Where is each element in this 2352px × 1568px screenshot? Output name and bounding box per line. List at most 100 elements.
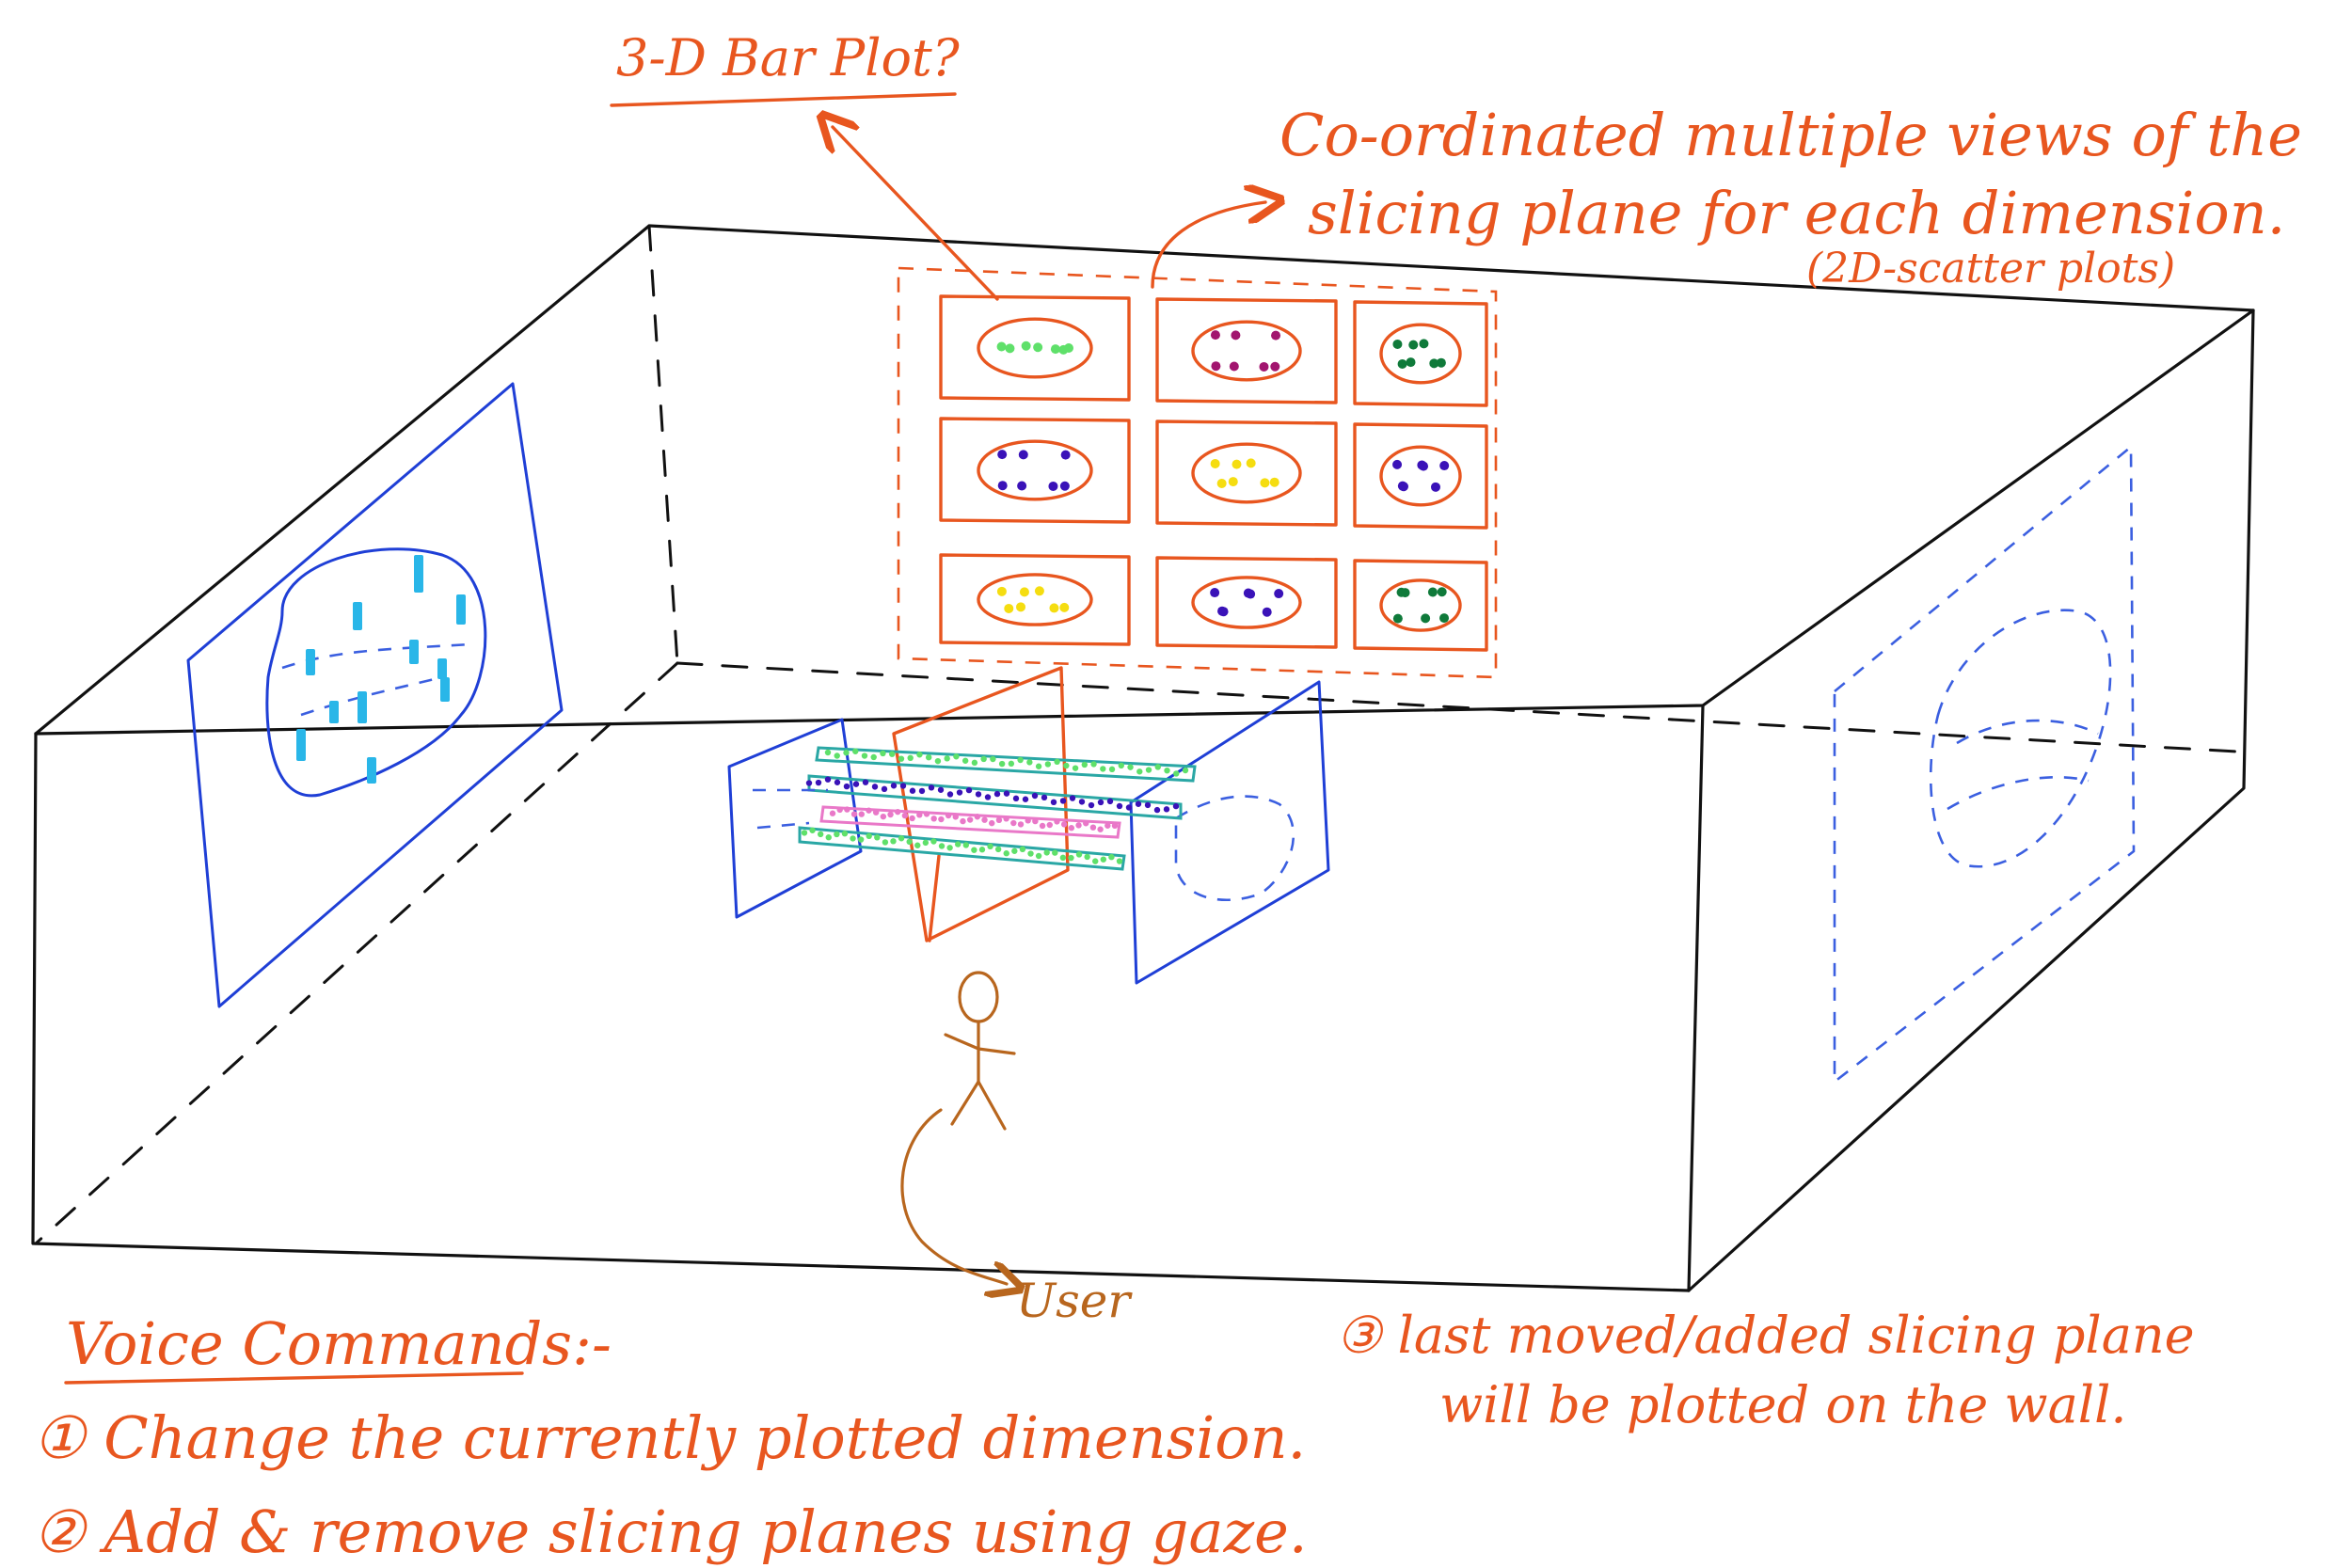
slice-point [953,753,960,760]
slice-point [906,838,913,846]
slice-point [824,776,832,783]
scatter-dot [1392,459,1403,469]
slice-point [1173,770,1180,777]
scatter-dot [1421,613,1431,624]
slice-point [1008,760,1015,768]
slice-point [1031,792,1039,800]
slice-point [965,786,973,794]
slice-point [898,835,905,842]
slice-point [1116,858,1123,864]
scatter-panel [939,553,1131,646]
scatter-dot [1437,587,1447,597]
slice-point [858,811,865,817]
slice-point [1003,816,1009,822]
slice-point [825,834,832,841]
slice-point [914,842,921,848]
slice-point [930,816,937,822]
slice-point [1090,761,1097,768]
slice-point [1059,854,1067,862]
voice-command-1: ① Change the currently plotted dimension… [33,1403,1306,1472]
scatter-dot [1059,481,1070,491]
scatter-dot [997,450,1008,460]
slice-point [1145,767,1152,773]
slice-point [981,816,988,823]
scatter-dot [1018,450,1028,460]
bar-plot-label: 3-D Bar Plot? [616,28,961,87]
slice-point [946,791,954,798]
slice-point [1075,822,1082,829]
slice-point [836,806,843,814]
slice-point [1104,822,1111,829]
right-wall-dashed-plot [1833,444,2136,1085]
scatter-blob [977,439,1093,501]
slice-point [975,791,982,798]
scatter-dot [1397,481,1407,491]
slice-point [980,755,987,763]
slice-point [925,753,932,761]
slice-point [1144,801,1152,809]
scatter-dot [1016,602,1026,612]
bar-marks [296,555,466,784]
slice-point [1068,825,1075,832]
slice-point [1025,817,1031,824]
scatter-dot [1017,481,1027,491]
scatter-dot [1231,330,1241,341]
slice-point [1075,851,1083,858]
slice-point [834,752,840,759]
scatter-panel [1353,559,1488,652]
slice-point [998,760,1006,768]
slice-point [1154,764,1161,770]
slice-point [1116,802,1123,810]
slice-point [1072,765,1079,771]
scatter-blob [1191,442,1302,504]
slice-point [841,831,849,837]
scatter-blob [1379,323,1462,385]
scatter-dot [1210,588,1220,598]
slice-point [829,810,836,816]
slice-point [1164,767,1170,774]
bar-mark [440,677,450,702]
slice-point [1026,759,1033,766]
bar-plot-annotation: 3-D Bar Plot? [610,28,999,301]
scatter-panel [1155,420,1338,527]
slice-point [1136,768,1143,775]
slice-point [866,832,872,840]
slice-point [995,816,1003,824]
slice-point [834,779,841,785]
scatter-dot [1216,478,1227,488]
scatter-dot [1430,482,1440,492]
slice-point [1060,821,1068,828]
slice-point [871,784,879,790]
slice-point [944,755,950,762]
slice-point [952,814,959,820]
slice-point [1163,806,1170,813]
bar-mark [306,649,315,675]
slice-point [909,815,915,822]
slice-point [993,790,1001,798]
scatter-dot [1021,341,1031,351]
slice-point [1097,826,1104,832]
scatter-blob [1379,445,1462,507]
scatter-dot [1427,587,1438,597]
arrow-icon [900,1108,1007,1284]
slice-point [966,816,974,823]
scatter-dot [1259,361,1269,372]
scatter-dot [1419,461,1429,471]
slice-point [1083,820,1089,827]
slice-point [1035,852,1042,860]
slice-point [1017,821,1025,828]
slice-point [895,808,901,816]
slice-point [805,780,813,786]
slice-point [1100,766,1106,772]
bar-mark [329,701,339,723]
slice-point [945,812,952,819]
slice-point [852,748,859,754]
slice-point [880,813,887,820]
cmv-line-2: slicing plane for each dimension. [1308,179,2285,247]
slice-point [956,789,963,796]
slice-point [834,831,840,838]
slice-point [850,835,856,842]
scatter-dot [1210,330,1220,341]
slice-point [1108,854,1115,861]
